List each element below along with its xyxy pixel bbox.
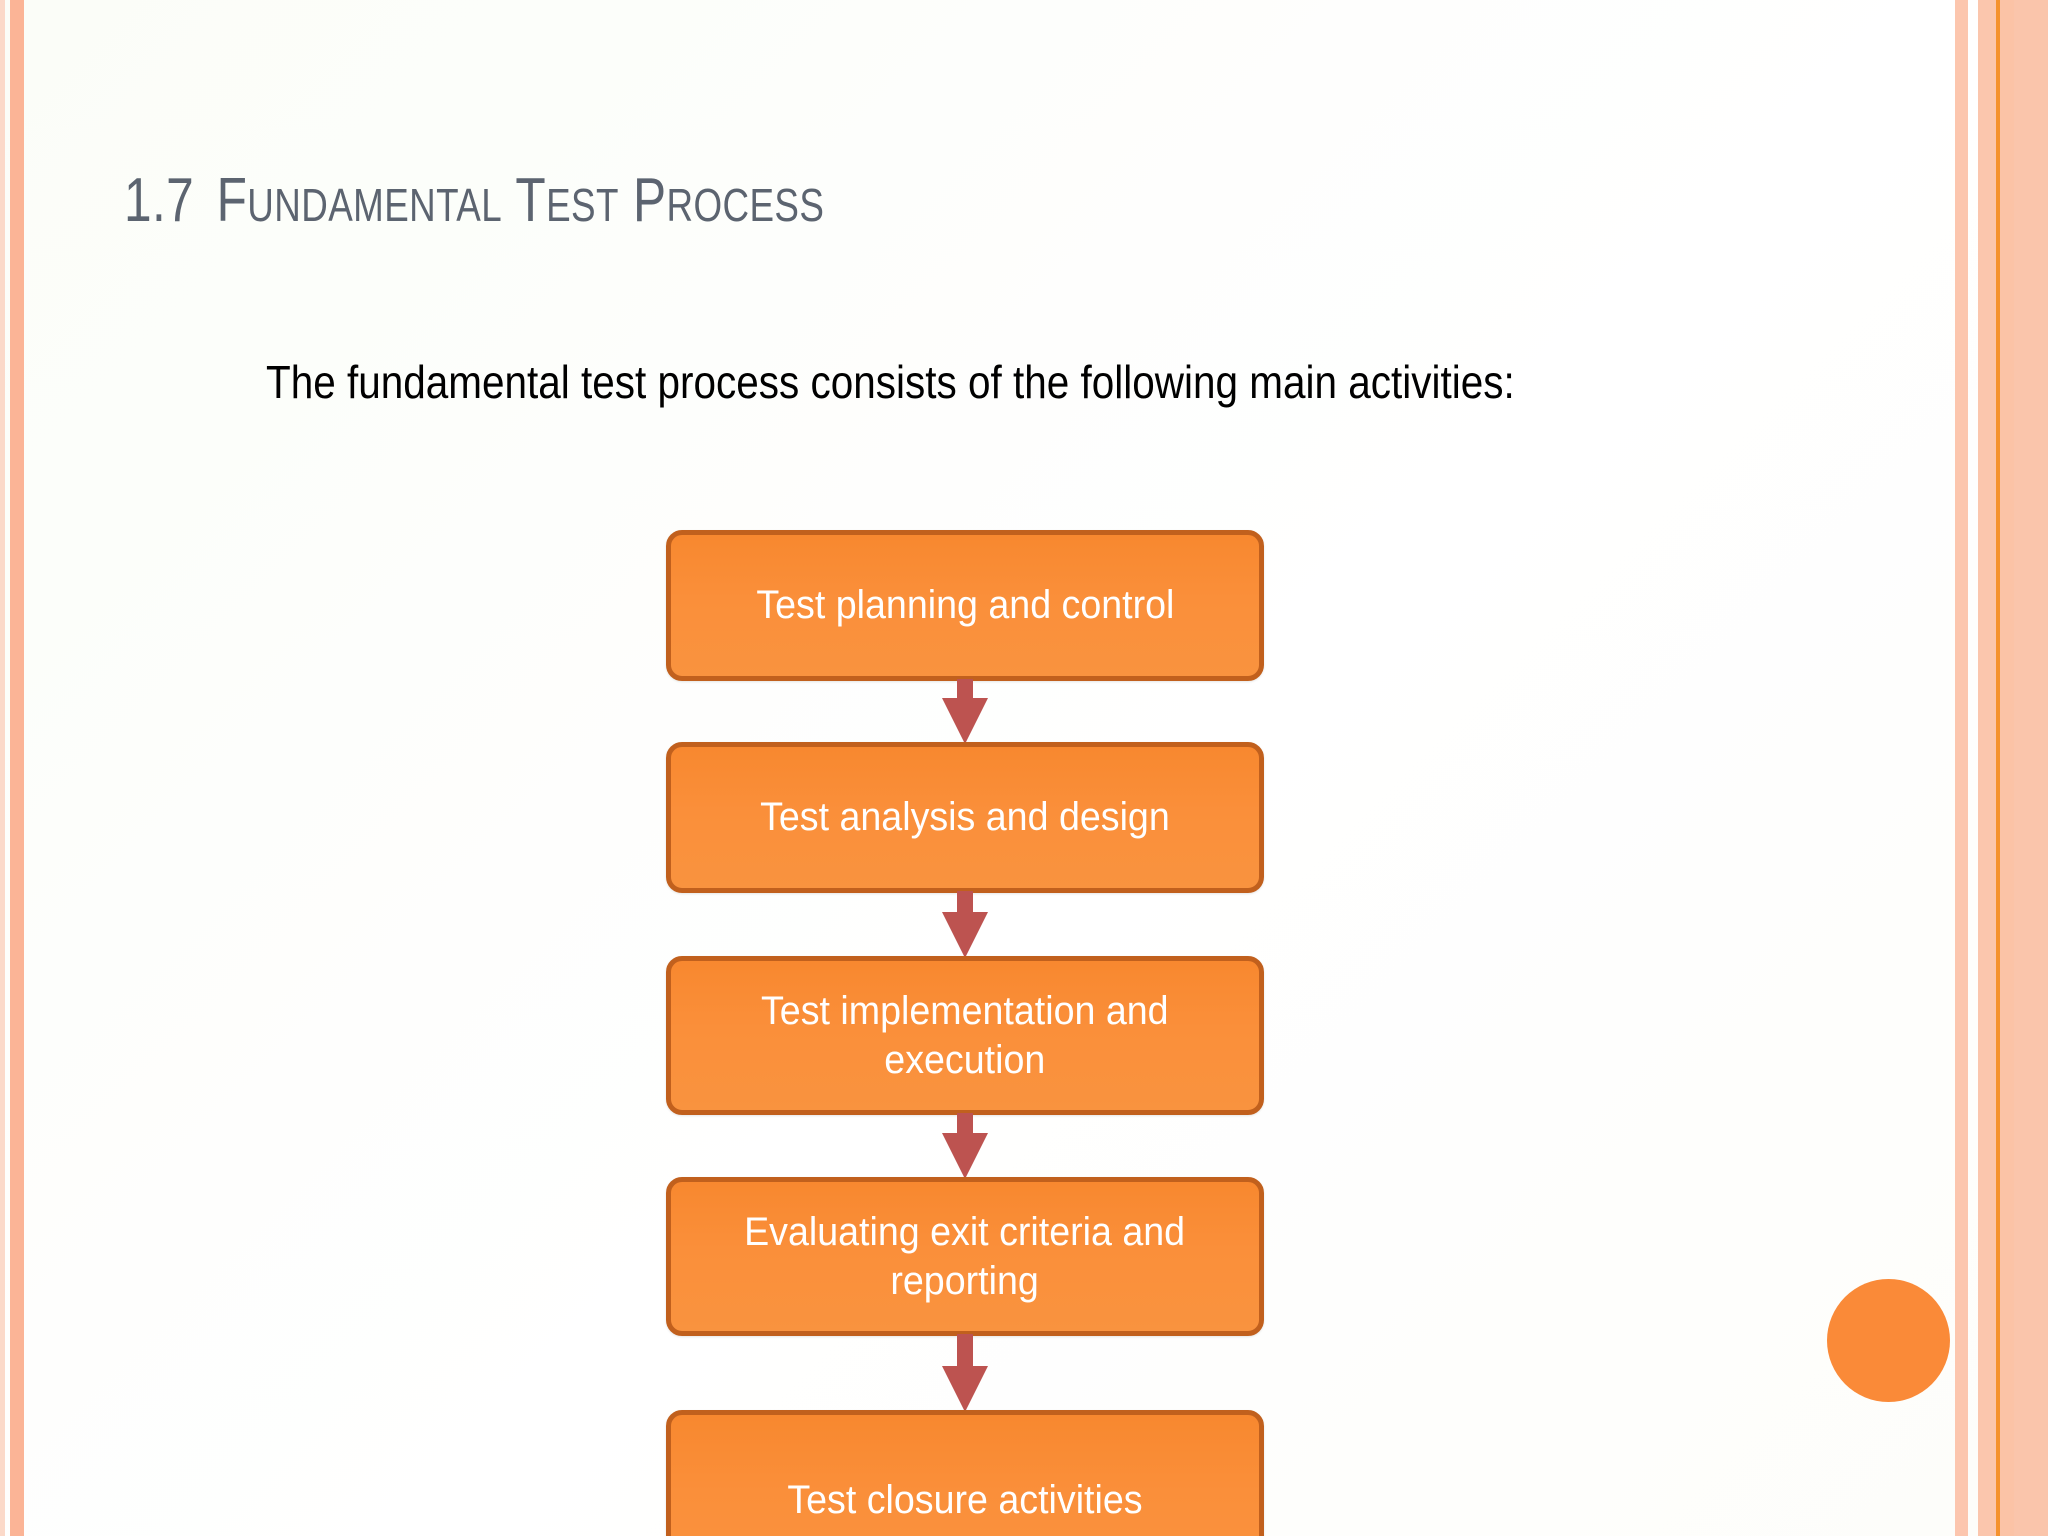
process-flowchart: Test planning and control Test analysis … [666,530,1264,1536]
left-stripe-inner [10,0,24,1536]
title-number: 1.7 [124,166,195,235]
flow-step-2[interactable]: Test analysis and design [666,742,1264,893]
right-stripe-orange-line [1996,0,2000,1536]
page-title: 1.7 FUNDAMENTAL TEST PROCESS [124,168,1324,233]
right-stripe-4 [2014,0,2048,1536]
right-stripe-3 [2000,0,2014,1536]
connector-3-4 [666,1113,1264,1179]
down-arrow-icon [942,1113,988,1179]
flow-step-5[interactable]: Test closure activities [666,1410,1264,1536]
title-text: FUNDAMENTAL TEST PROCESS [216,166,825,235]
arrow-head [942,1366,988,1412]
right-stripe-1 [1955,0,1968,1536]
down-arrow-icon [942,891,988,958]
arrow-head [942,1133,988,1179]
connector-1-2 [666,679,1264,744]
flow-step-5-label: Test closure activities [787,1477,1143,1522]
flow-step-4[interactable]: Evaluating exit criteria and reporting [666,1177,1264,1336]
flow-step-4-label: Evaluating exit criteria and reporting [744,1209,1186,1303]
flow-step-1[interactable]: Test planning and control [666,530,1264,681]
connector-4-5 [666,1334,1264,1412]
flow-step-1-label: Test planning and control [755,583,1175,628]
connector-2-3 [666,891,1264,958]
flow-step-2-label: Test analysis and design [760,795,1170,840]
title-block: 1.7 FUNDAMENTAL TEST PROCESS [124,168,1624,233]
down-arrow-icon [942,679,988,744]
down-arrow-icon [942,1334,988,1412]
left-stripe-outer [0,0,5,1536]
arrow-head [942,912,988,958]
flow-step-3[interactable]: Test implementation and execution [666,956,1264,1115]
arrow-head [942,698,988,744]
flow-step-3-label: Test implementation and execution [761,988,1169,1082]
right-stripe-2 [1978,0,1996,1536]
orange-circle-icon [1827,1279,1950,1402]
subtitle-text: The fundamental test process consists of… [266,356,1515,408]
